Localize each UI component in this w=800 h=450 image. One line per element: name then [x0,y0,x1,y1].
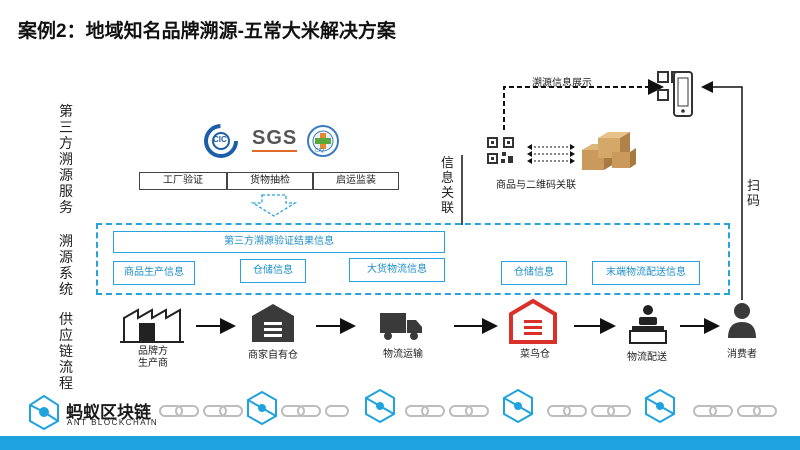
ciq-logo-icon: CIQ [306,124,340,158]
trace-system-container [96,223,730,295]
step-label-transport: 物流运输 [383,349,423,360]
cainiao-warehouse-icon [509,298,557,344]
box-factory-verification: 工厂验证 [139,172,227,190]
trace-display-label: 溯源信息展示 [532,78,592,89]
scan-line [701,81,743,300]
trace-display-line [503,79,664,130]
step-label-consumer: 消费者 [727,349,757,360]
cic-logo-icon: CIC [204,124,238,158]
own-warehouse-icon [252,304,294,342]
qr-code-icon [487,137,514,164]
qr-link-label: 商品与二维码关联 [496,180,576,191]
scan-label: 扫码 [746,178,760,208]
phone-qr-icon [657,71,693,117]
row-label-system: 溯源系统 [59,233,73,297]
blockchain-node-icons [247,388,675,426]
page-title: 案例2：地域知名品牌溯源-五常大米解决方案 [18,21,396,42]
box-product-info: 商品生产信息 [113,261,195,285]
box-third-party-result: 第三方溯源验证结果信息 [113,231,445,253]
row-label-third-party: 第三方溯源服务 [59,103,73,215]
ciq-logo-text: CIQ [315,148,324,154]
chain-decoration [159,405,777,417]
cic-logo-text: CIC [213,135,227,144]
box-warehouse-info-2: 仓储信息 [501,261,567,285]
brand-subtitle: ANT BLOCKCHAIN [67,418,159,427]
info-link-label: 信息关联 [440,155,454,215]
step-label-delivery: 物流配送 [627,352,667,363]
step-label-own-warehouse: 商家自有仓 [248,350,298,361]
row-label-supply-chain: 供应链流程 [59,311,73,391]
bottom-bar [0,436,800,450]
box-shipment-supervision: 启运监装 [313,172,399,190]
down-arrow-icon [250,194,298,217]
truck-icon [380,313,422,340]
brand-name: 蚂蚁区块链 [66,403,151,422]
ant-blockchain-logo-icon [29,394,59,431]
qr-link-arrows [530,146,572,162]
step-label-producer: 品牌方 生产商 [138,346,168,369]
sgs-logo: SGS [252,127,298,152]
box-bulk-logistics: 大货物流信息 [349,258,445,282]
delivery-person-icon [629,305,667,344]
box-goods-sampling: 货物抽检 [227,172,313,190]
factory-icon [120,308,184,343]
step-label-cainiao: 菜鸟仓 [520,349,550,360]
box-warehouse-info-1: 仓储信息 [240,259,306,283]
consumer-icon [728,303,756,338]
cardboard-boxes-icon [582,132,636,170]
box-last-mile: 末端物流配送信息 [592,261,700,285]
